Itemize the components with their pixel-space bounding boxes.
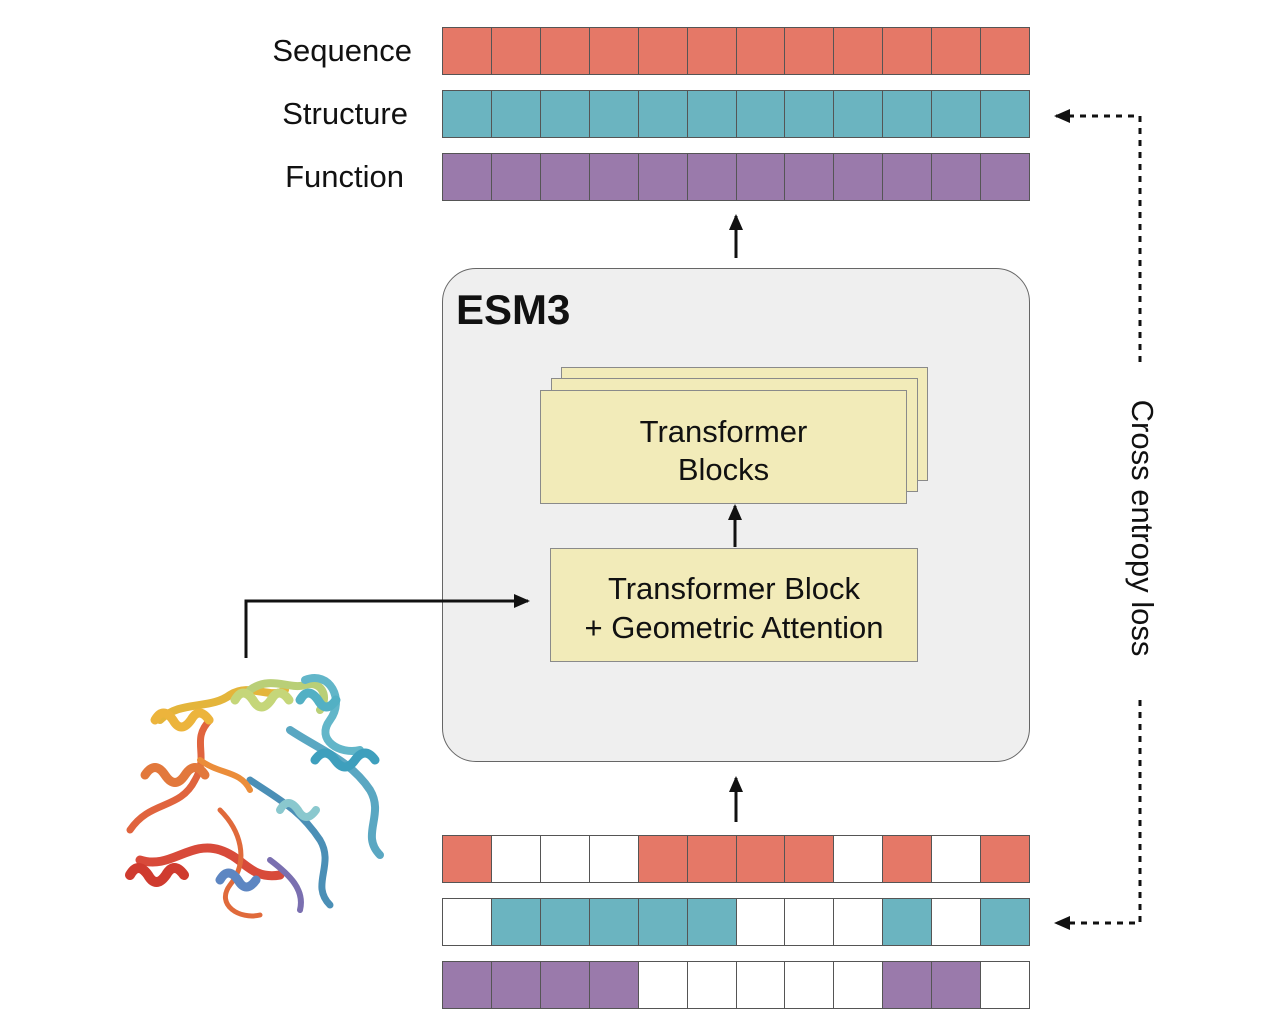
token-cell-filled (637, 898, 688, 946)
token-cell-masked (931, 898, 982, 946)
token-cell-masked (490, 835, 541, 883)
transformer-blocks-line1: Transformer (639, 414, 808, 449)
output-track-function (442, 153, 1031, 201)
token-cell-filled (735, 27, 786, 75)
token-cell-masked (637, 961, 688, 1009)
token-cell-filled (833, 153, 884, 201)
token-cell-filled (980, 153, 1031, 201)
token-cell-filled (686, 835, 737, 883)
token-cell-filled (980, 898, 1031, 946)
transformer-blocks-line2: Blocks (677, 452, 770, 487)
track-label-function: Function (285, 159, 404, 194)
token-cell-filled (882, 961, 933, 1009)
token-cell-masked (588, 835, 639, 883)
token-cell-filled (980, 835, 1031, 883)
token-cell-masked (735, 898, 786, 946)
token-cell-filled (490, 27, 541, 75)
token-cell-filled (833, 27, 884, 75)
token-cell-filled (588, 90, 639, 138)
token-cell-filled (588, 898, 639, 946)
token-cell-filled (686, 898, 737, 946)
track-label-sequence: Sequence (272, 33, 412, 68)
token-cell-masked (931, 835, 982, 883)
token-cell-filled (882, 835, 933, 883)
geometric-block-line2: + Geometric Attention (584, 610, 884, 645)
input-track-function (442, 961, 1031, 1009)
token-cell-filled (686, 153, 737, 201)
output-track-sequence (442, 27, 1031, 75)
token-cell-filled (931, 27, 982, 75)
protein-structure-icon (125, 674, 384, 919)
token-cell-filled (539, 27, 590, 75)
token-cell-filled (784, 835, 835, 883)
cross-entropy-loss-label: Cross entropy loss (1123, 393, 1161, 663)
token-cell-filled (882, 90, 933, 138)
token-cell-masked (735, 961, 786, 1009)
token-cell-filled (686, 27, 737, 75)
token-cell-filled (637, 835, 688, 883)
token-cell-filled (980, 90, 1031, 138)
token-cell-filled (490, 153, 541, 201)
token-cell-filled (735, 835, 786, 883)
token-cell-masked (833, 898, 884, 946)
token-cell-filled (588, 27, 639, 75)
token-cell-filled (637, 90, 688, 138)
token-cell-masked (833, 961, 884, 1009)
token-cell-masked (442, 898, 492, 946)
token-cell-filled (931, 90, 982, 138)
token-cell-masked (833, 835, 884, 883)
arrow-protein-to-geo-block (244, 594, 530, 658)
token-cell-filled (442, 90, 492, 138)
token-cell-filled (490, 898, 541, 946)
token-cell-masked (539, 835, 590, 883)
token-cell-filled (442, 153, 492, 201)
input-track-structure (442, 898, 1031, 946)
input-track-sequence (442, 835, 1031, 883)
token-cell-filled (539, 153, 590, 201)
transformer-blocks: Transformer Blocks (540, 390, 907, 504)
loss-dashed-path (1054, 109, 1142, 930)
geometric-block-line1: Transformer Block (607, 571, 861, 606)
token-cell-filled (637, 27, 688, 75)
token-cell-masked (980, 961, 1031, 1009)
token-cell-filled (980, 27, 1031, 75)
token-cell-filled (539, 961, 590, 1009)
track-label-structure: Structure (282, 96, 408, 131)
token-cell-masked (686, 961, 737, 1009)
model-title: ESM3 (456, 286, 571, 333)
token-cell-filled (784, 153, 835, 201)
output-track-structure (442, 90, 1031, 138)
token-cell-filled (882, 27, 933, 75)
token-cell-filled (882, 153, 933, 201)
token-cell-filled (686, 90, 737, 138)
token-cell-filled (490, 961, 541, 1009)
geometric-attention-block: Transformer Block + Geometric Attention (550, 548, 918, 662)
